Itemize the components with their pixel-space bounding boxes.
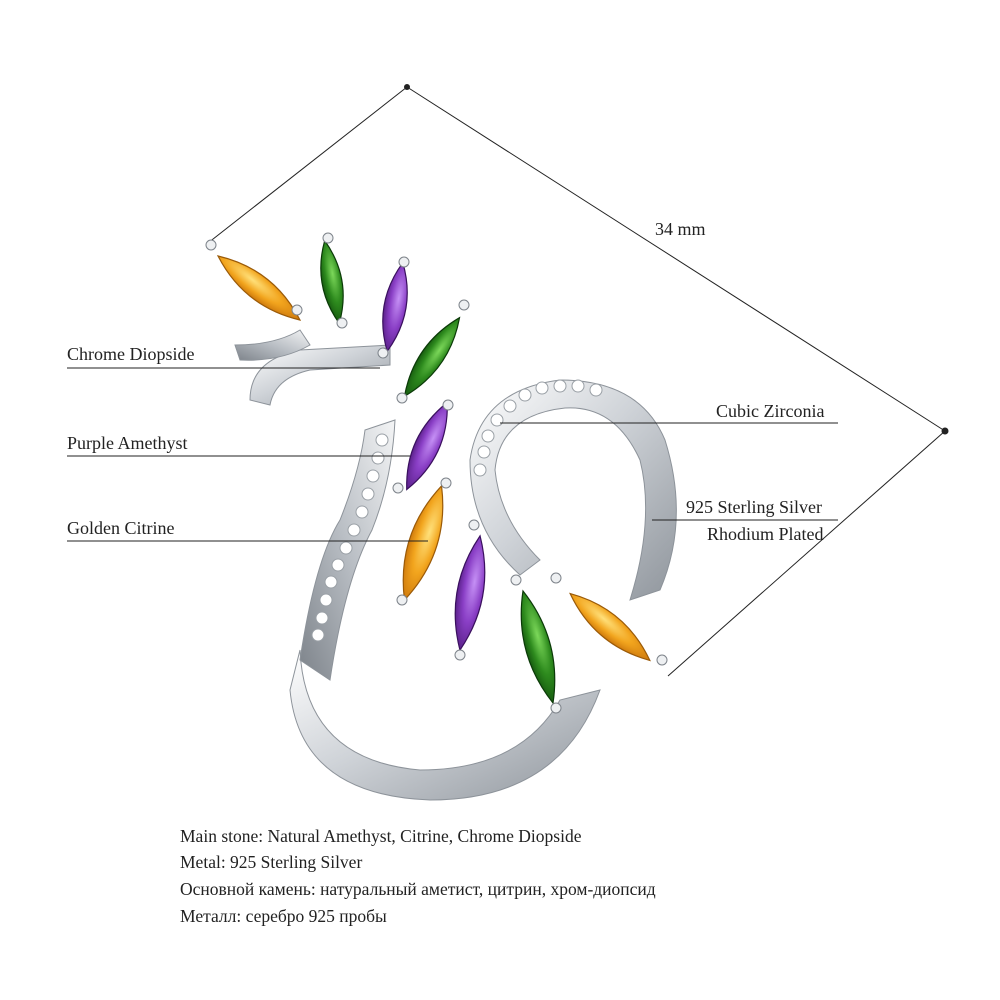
gem-citrine-top <box>216 255 302 321</box>
dimension-label: 34 mm <box>655 219 706 239</box>
spec-metal-ru: Металл: серебро 925 пробы <box>180 906 387 926</box>
callout-golden-citrine: Golden Citrine <box>67 518 175 538</box>
gem-citrine-right <box>569 592 651 662</box>
spec-metal: Metal: 925 Sterling Silver <box>180 852 363 872</box>
callout-chrome-diopside: Chrome Diopside <box>67 344 195 364</box>
callout-silver-line2: Rhodium Plated <box>707 524 824 544</box>
pave-stones <box>311 379 603 642</box>
spec-main-stone: Main stone: Natural Amethyst, Citrine, C… <box>180 826 582 846</box>
dimension-dot-right <box>941 427 949 435</box>
dimension-lines <box>207 86 946 677</box>
gem-amethyst-1 <box>382 261 408 353</box>
callout-purple-amethyst: Purple Amethyst <box>67 433 188 453</box>
callout-lines <box>67 367 838 542</box>
gem-amethyst-3 <box>454 534 486 652</box>
prongs <box>205 232 668 714</box>
callout-silver-line1: 925 Sterling Silver <box>686 497 822 517</box>
ring-band <box>234 329 677 801</box>
dimension-dot-top <box>404 84 410 90</box>
gem-diopside-2 <box>403 316 461 398</box>
gem-citrine-center <box>402 484 444 602</box>
spec-main-stone-ru: Основной камень: натуральный аметист, ци… <box>180 879 656 899</box>
gem-diopside-1 <box>320 239 344 325</box>
gem-amethyst-2 <box>406 401 448 491</box>
gem-diopside-3 <box>520 589 556 705</box>
callout-cubic-zirconia: Cubic Zirconia <box>716 401 825 421</box>
